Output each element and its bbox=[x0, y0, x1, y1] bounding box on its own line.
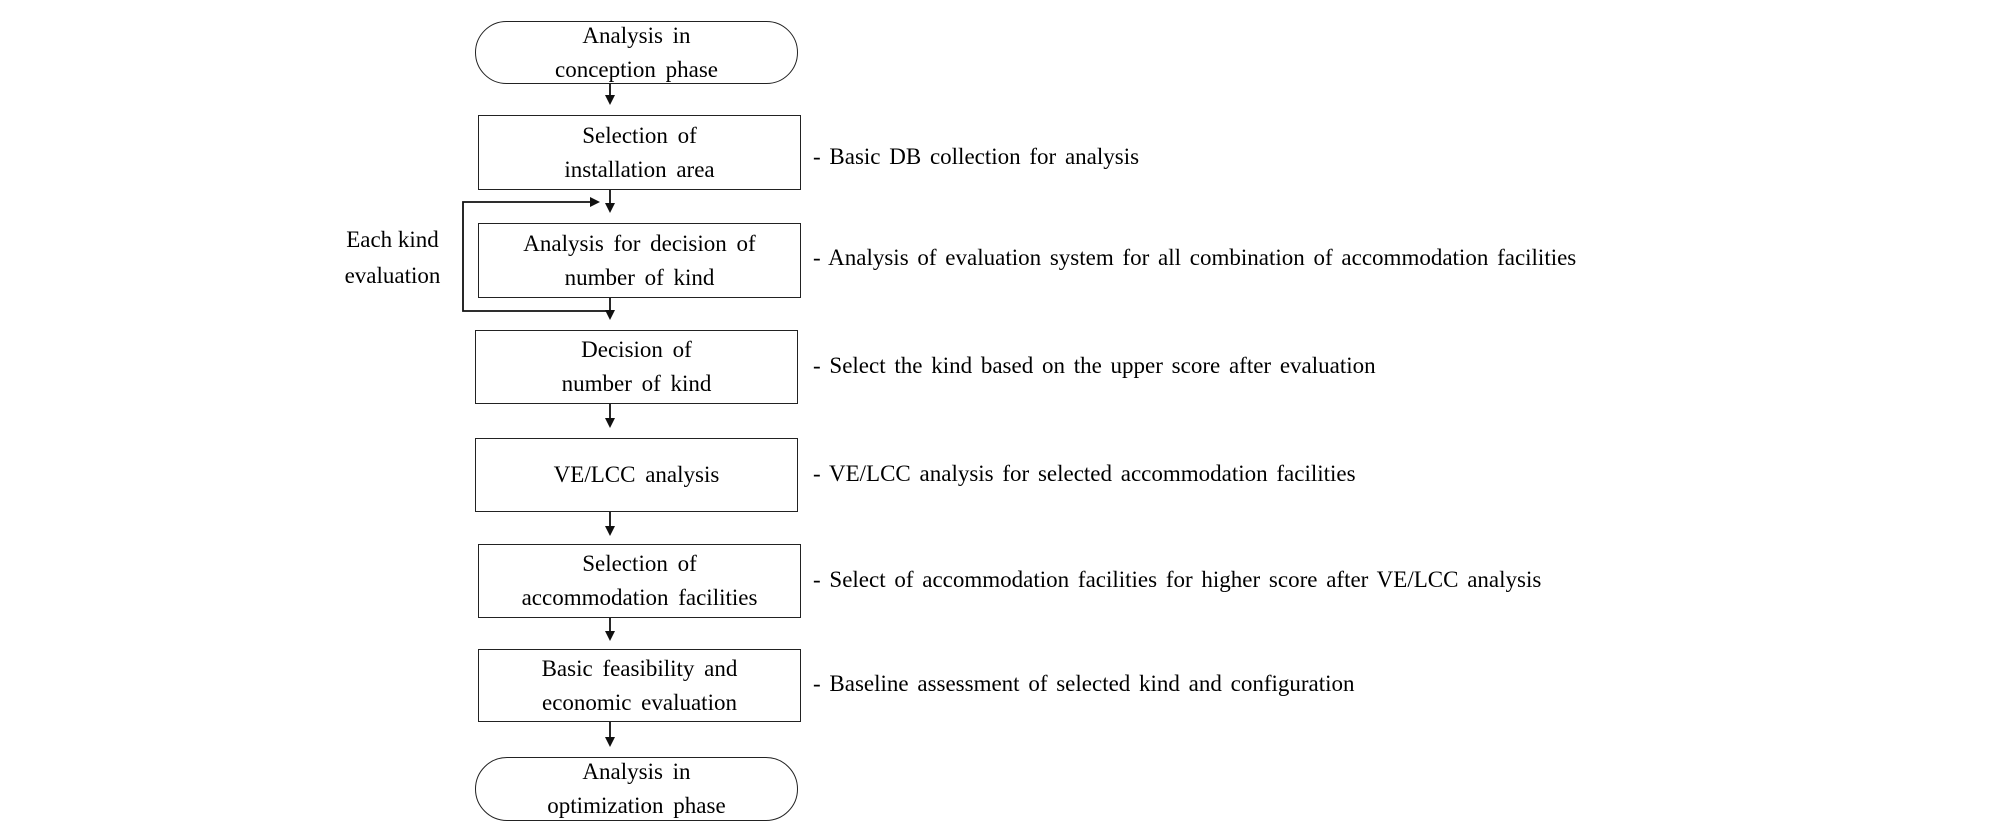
node-line: Selection of bbox=[582, 122, 697, 148]
loop-connector bbox=[462, 197, 610, 312]
node-line: optimization phase bbox=[547, 793, 726, 818]
node-line: Basic feasibility and bbox=[541, 655, 738, 681]
node-line: VE/LCC analysis bbox=[553, 462, 720, 487]
note-baseline-assessment: - Baseline assessment of selected kind a… bbox=[813, 671, 1355, 696]
note-ve-lcc-analysis: - VE/LCC analysis for selected accommoda… bbox=[813, 461, 1356, 486]
loop-label-each-kind-evaluation: Each kind evaluation bbox=[330, 222, 455, 294]
note-select-kind-upper-score: - Select the kind based on the upper sco… bbox=[813, 353, 1376, 378]
flow-node-selection-installation-area: Selection of installation area bbox=[478, 115, 801, 190]
node-line: conception phase bbox=[554, 56, 719, 82]
flow-node-decision-number-of-kind: Decision of number of kind bbox=[475, 330, 798, 404]
node-line: accommodation facilities bbox=[521, 585, 758, 610]
node-line: Selection of bbox=[582, 551, 697, 576]
flow-node-selection-accommodation-facilities: Selection of accommodation facilities bbox=[478, 544, 801, 618]
node-line: installation area bbox=[564, 156, 715, 182]
flow-node-end: Analysis in optimization phase bbox=[475, 757, 798, 821]
loop-label-line: Each kind bbox=[346, 227, 439, 252]
flow-node-basic-feasibility: Basic feasibility and economic evaluatio… bbox=[478, 649, 801, 722]
flow-node-start: Analysis in conception phase bbox=[475, 21, 798, 84]
node-line: number of kind bbox=[564, 264, 715, 290]
flow-node-analysis-decision-number-of-kind: Analysis for decision of number of kind bbox=[478, 223, 801, 298]
node-line: economic evaluation bbox=[542, 689, 737, 715]
node-line: Decision of bbox=[581, 337, 692, 362]
node-line: Analysis in bbox=[582, 759, 691, 784]
flow-node-ve-lcc-analysis: VE/LCC analysis bbox=[475, 438, 798, 512]
note-basic-db-collection: - Basic DB collection for analysis bbox=[813, 144, 1140, 169]
node-line: Analysis in bbox=[582, 22, 691, 48]
note-analysis-evaluation-system: - Analysis of evaluation system for all … bbox=[813, 245, 1577, 270]
note-select-accommodation-facilities: - Select of accommodation facilities for… bbox=[813, 567, 1542, 592]
node-line: number of kind bbox=[561, 371, 712, 396]
node-line: Analysis for decision of bbox=[523, 230, 756, 256]
loop-label-line: evaluation bbox=[344, 263, 441, 288]
